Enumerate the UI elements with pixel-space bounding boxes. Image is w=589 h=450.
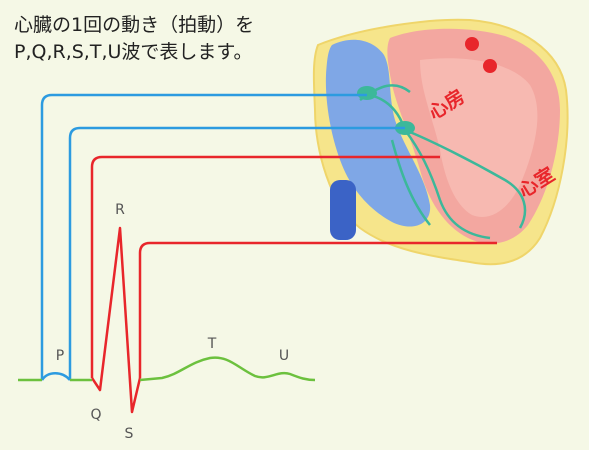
p-wave-connector: [40, 93, 367, 380]
u-wave-label: U: [279, 348, 289, 364]
caption-line-1: 心臓の1回の動き（拍動）を: [14, 14, 255, 36]
p-wave-label: P: [56, 348, 64, 364]
connector-lines: [40, 93, 497, 380]
heart-muscle-highlight: [420, 58, 538, 217]
q-wave-label: Q: [90, 407, 101, 423]
st-t-u-segment: [139, 356, 316, 382]
vessel-dot-2: [483, 59, 497, 73]
r-wave-connector: [90, 155, 440, 378]
vessel-dot-1: [465, 37, 479, 51]
r-wave-label: R: [115, 202, 125, 218]
ecg-trace: [18, 226, 316, 414]
s-wave-connector: [138, 241, 497, 378]
t-wave-label: T: [207, 336, 217, 352]
conduction-system: [359, 84, 527, 240]
q-wave-connector: [68, 126, 405, 380]
heart-illustration: [312, 18, 569, 266]
caption: 心臓の1回の動き（拍動）を P,Q,R,S,T,U波で表します。: [14, 12, 334, 66]
sinoatrial-node: [357, 86, 377, 100]
s-wave-label: S: [125, 426, 134, 442]
qrs-complex: [90, 226, 142, 414]
lower-vessel-shape: [330, 180, 356, 240]
p-wave-segment: [40, 372, 71, 381]
caption-line-2: P,Q,R,S,T,U波で表します。: [14, 41, 253, 63]
